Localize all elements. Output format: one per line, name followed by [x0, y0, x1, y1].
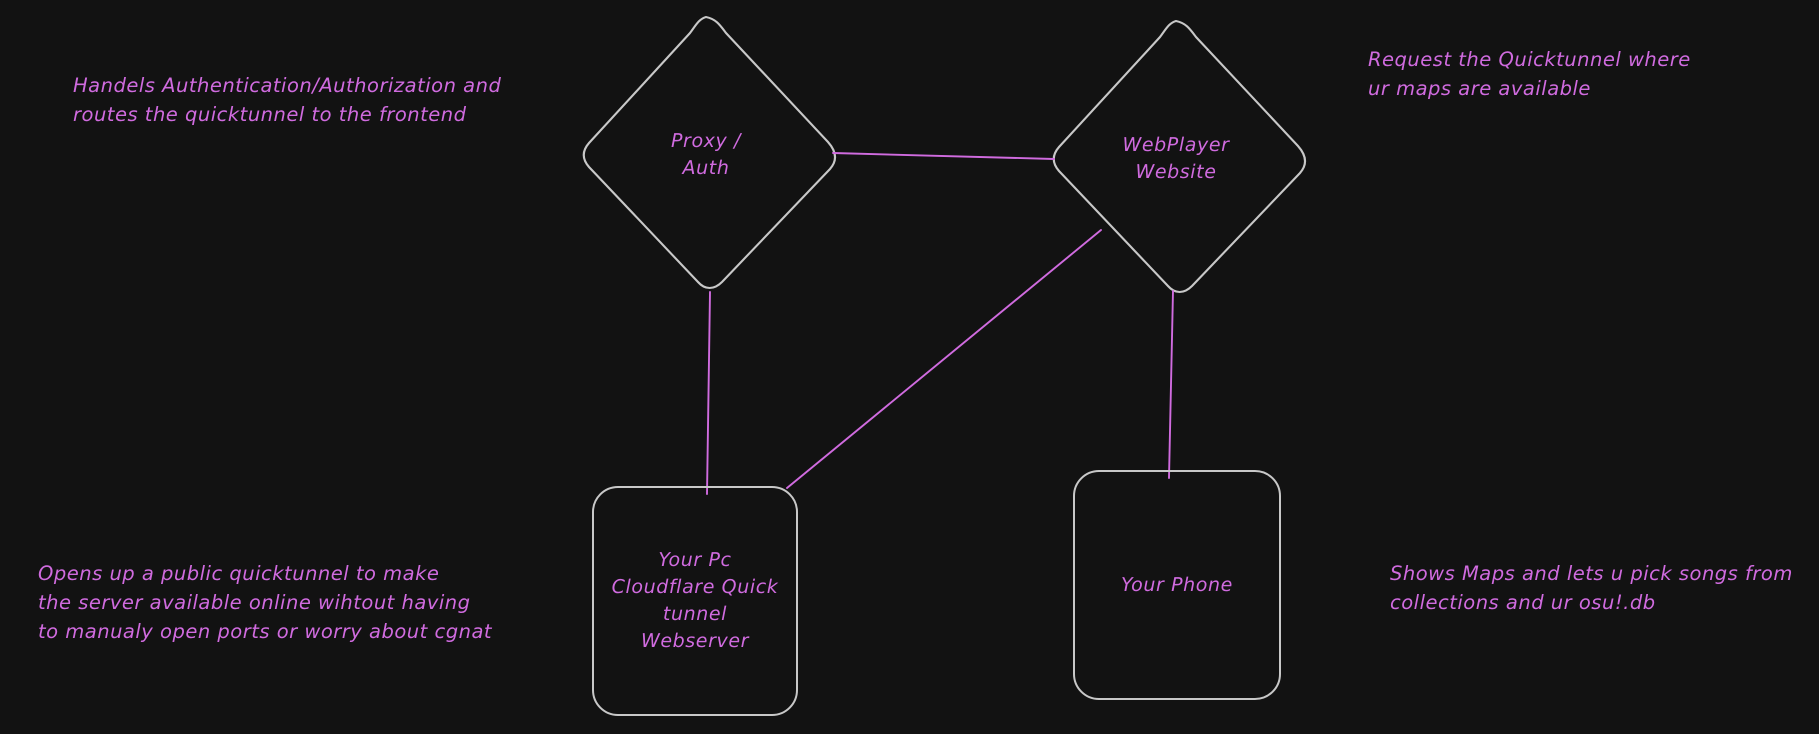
webplayer-website-diamond-outline[interactable] [1052, 19, 1307, 294]
edge-your-pc-to-webplayer[interactable] [786, 229, 1102, 489]
edge-webplayer-to-your-phone[interactable] [1168, 290, 1174, 479]
edge-proxy-to-webplayer[interactable] [832, 152, 1055, 160]
annotation-webplayer-note: Request the Quicktunnel where ur maps ar… [1368, 48, 1691, 100]
node-your-phone[interactable]: Your Phone [1073, 470, 1281, 700]
node-proxy-auth[interactable]: Proxy / Auth [573, 9, 839, 301]
annotation-your-pc-note: Opens up a public quicktunnel to make th… [38, 562, 493, 643]
proxy-auth-diamond-outline[interactable] [582, 15, 837, 290]
node-proxy-auth-label: Proxy / Auth [670, 130, 742, 179]
edge-proxy-to-your-pc[interactable] [706, 291, 711, 495]
node-webplayer-website[interactable]: WebPlayer Website [1043, 13, 1309, 305]
annotation-your-phone-note: Shows Maps and lets u pick songs from co… [1390, 562, 1793, 614]
node-your-phone-label: Your Phone [1121, 573, 1233, 596]
node-your-pc[interactable]: Your Pc Cloudflare Quick tunnel Webserve… [592, 486, 798, 716]
node-webplayer-website-label: WebPlayer Website [1122, 134, 1230, 183]
node-your-pc-label: Your Pc Cloudflare Quick tunnel Webserve… [611, 549, 779, 652]
annotation-proxy-auth-note: Handels Authentication/Authorization and… [73, 74, 502, 126]
